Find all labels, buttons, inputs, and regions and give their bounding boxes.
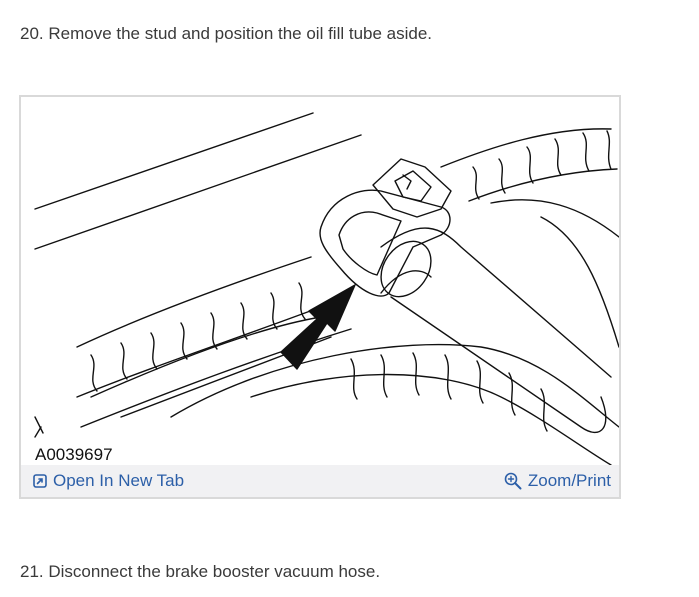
figure-illustration[interactable]: A0039697 (21, 97, 619, 465)
clamp-inner (338, 211, 402, 276)
clamp-tab (372, 158, 452, 218)
figure-id-label: A0039697 (33, 445, 115, 465)
drawing-line (170, 343, 619, 428)
oil-fill-tube-drawing (34, 112, 619, 465)
drawing-line (34, 426, 42, 438)
drawing-line (76, 256, 312, 348)
open-in-new-tab-link[interactable]: Open In New Tab (33, 471, 184, 491)
clamp-body (319, 189, 451, 297)
drawing-line (250, 373, 612, 465)
drawing-line (440, 128, 612, 168)
magnifier-plus-icon (504, 472, 522, 490)
drawing-line (468, 168, 618, 202)
drawing-wrap-lines (90, 282, 306, 392)
drawing-line (80, 328, 352, 428)
drawing-line (390, 296, 607, 434)
step-20-text: 20. Remove the stud and position the oil… (20, 24, 433, 43)
drawing-line (34, 134, 362, 250)
open-in-new-tab-label: Open In New Tab (53, 471, 185, 490)
clamp-slot (394, 170, 432, 202)
zoom-print-label: Zoom/Print (527, 471, 611, 490)
drawing-line (540, 216, 619, 348)
label-leader-line (34, 416, 44, 434)
arrow-pointer (280, 284, 356, 370)
tube-end (380, 240, 432, 298)
drawing-line (76, 306, 322, 398)
figure-toolbar: Open In New Tab Zoom/Print (21, 465, 619, 497)
drawing-line (380, 227, 612, 378)
open-in-new-tab-icon (33, 474, 47, 488)
zoom-print-link[interactable]: Zoom/Print (504, 471, 611, 491)
drawing-line (90, 316, 322, 398)
step-21-text: 21. Disconnect the brake booster vacuum … (20, 562, 381, 581)
drawing-wrap-lines (350, 352, 548, 432)
figure-card: A0039697 Open In New Tab Zoom/Print (19, 95, 621, 499)
clamp-stud (402, 174, 412, 190)
drawing-line (34, 112, 314, 210)
drawing-line (490, 199, 619, 238)
drawing-wrap-lines (472, 130, 612, 200)
